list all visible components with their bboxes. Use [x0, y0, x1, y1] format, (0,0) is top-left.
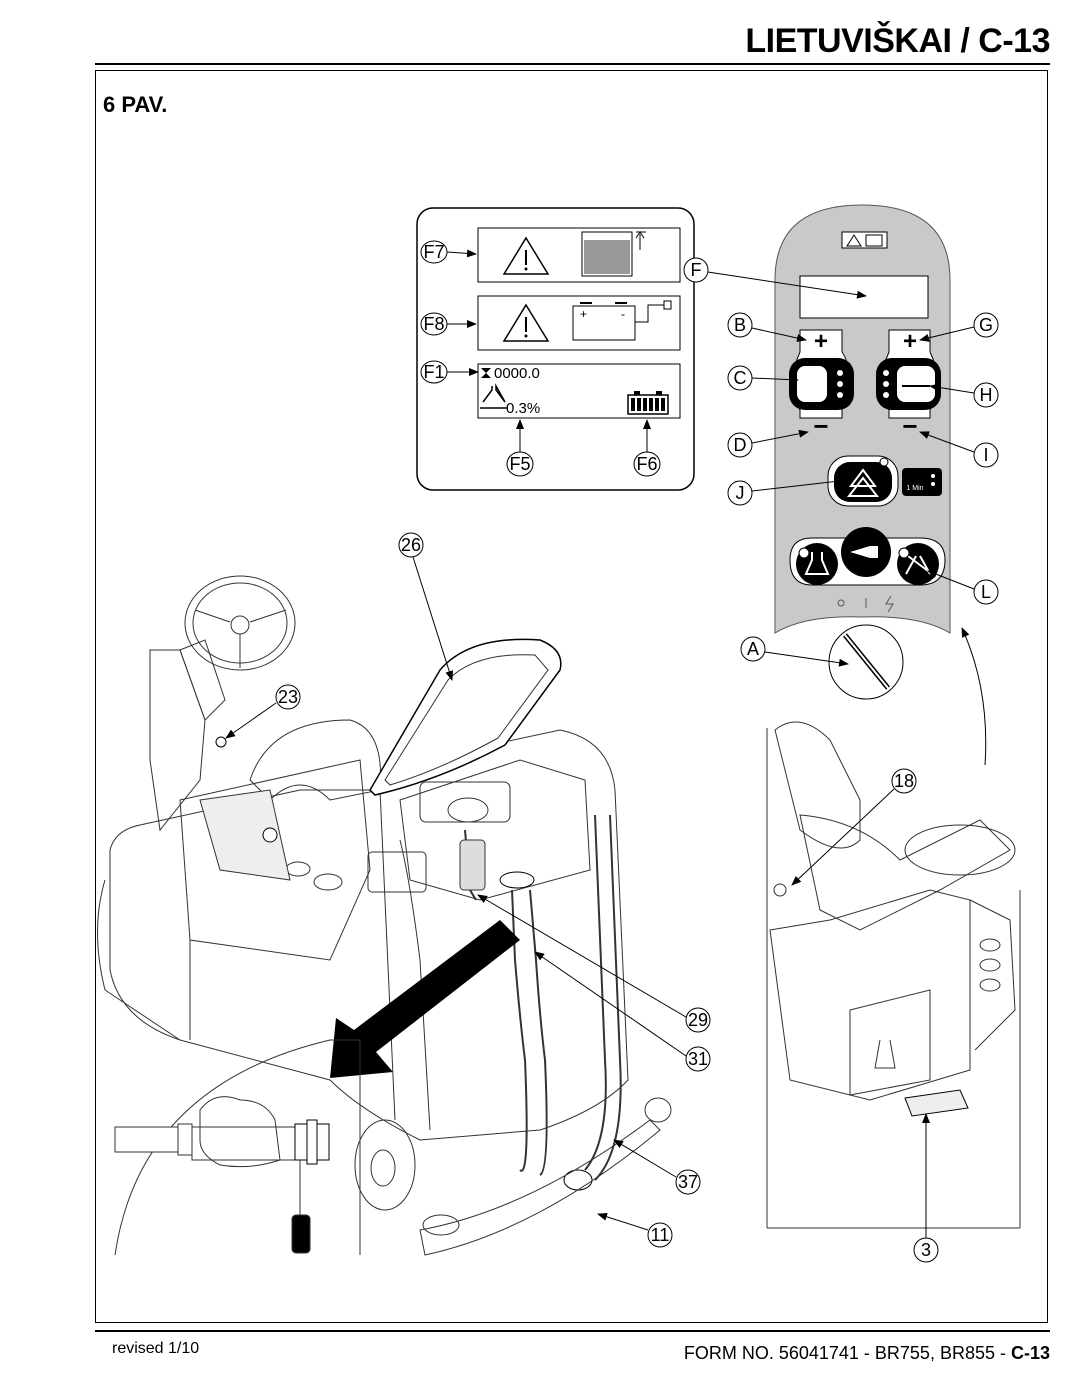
callout-F: F — [683, 257, 867, 299]
svg-text:J: J — [736, 483, 745, 503]
svg-text:F6: F6 — [636, 454, 657, 474]
svg-text:C: C — [734, 368, 747, 388]
callout-L: L — [927, 570, 999, 605]
callout-D: D — [727, 429, 809, 458]
hose-detail — [114, 1039, 361, 1256]
svg-text:B: B — [734, 315, 746, 335]
callout-37: 37 — [613, 1139, 701, 1195]
figure-title: 6 PAV. — [103, 92, 168, 117]
key-switch-detail — [828, 624, 904, 700]
hour-meter-readout: 0000.0 — [494, 365, 540, 382]
callout-F5: F5 — [506, 419, 534, 477]
svg-text:F8: F8 — [423, 314, 444, 334]
solution-control: + − — [789, 328, 854, 441]
svg-text:+: + — [814, 328, 828, 355]
svg-text:31: 31 — [688, 1049, 708, 1069]
callout-F7: F7 — [420, 240, 477, 264]
machine-illustration — [97, 575, 672, 1256]
svg-text:F1: F1 — [423, 362, 444, 382]
battery-level-icon — [627, 391, 669, 415]
hourglass-icon — [481, 368, 491, 378]
warning-icon — [502, 303, 550, 342]
detergent-percent: 0.3% — [506, 400, 540, 417]
callout-23: 23 — [225, 684, 301, 739]
revision-note: revised 1/10 — [112, 1340, 200, 1357]
callout-11: 11 — [597, 1212, 673, 1248]
svg-text:11: 11 — [651, 1225, 670, 1245]
svg-text:−: − — [902, 411, 917, 441]
svg-text:I: I — [983, 445, 988, 465]
magnify-arrow — [330, 920, 520, 1078]
callout-J: J — [727, 477, 849, 506]
figure-frame — [95, 70, 1048, 1323]
svg-text:29: 29 — [688, 1010, 708, 1030]
svg-text:−: − — [813, 411, 828, 441]
svg-text:H: H — [980, 385, 993, 405]
svg-text:23: 23 — [278, 687, 298, 707]
footer-rule — [95, 1330, 1050, 1332]
eco-mode-button — [827, 455, 899, 507]
display-detail: + - 0000.0 0.3% F7 — [416, 207, 695, 491]
svg-text:F: F — [691, 260, 702, 280]
svg-text:F7: F7 — [423, 242, 444, 262]
tank-full-icon — [581, 231, 646, 277]
callout-B: B — [727, 312, 807, 342]
callout-H: H — [929, 382, 999, 408]
warning-icon — [502, 236, 550, 275]
detergent-icon — [480, 383, 508, 409]
callout-G: G — [919, 312, 999, 342]
display-window — [799, 275, 929, 319]
callout-F1: F1 — [420, 360, 479, 384]
battery-charger-icon: + - — [572, 300, 672, 341]
svg-text:D: D — [734, 435, 747, 455]
svg-text:G: G — [979, 315, 993, 335]
callout-18: 18 — [791, 768, 917, 886]
form-number: FORM NO. 56041741 - BR755, BR855 - C-13 — [683, 1343, 1050, 1363]
page-header: LIETUVIŠKAI / C-13 — [745, 22, 1050, 60]
callout-3: 3 — [913, 1113, 939, 1263]
svg-text:37: 37 — [678, 1172, 698, 1192]
inset-operator-view — [766, 721, 1021, 1229]
control-panel: + − + − 1 Min — [774, 204, 987, 766]
callout-A: A — [740, 636, 849, 667]
svg-text:-: - — [621, 307, 625, 321]
svg-text:A: A — [747, 639, 759, 659]
svg-text:26: 26 — [401, 535, 421, 555]
svg-text:3: 3 — [921, 1240, 931, 1260]
callout-26: 26 — [398, 532, 454, 681]
svg-text:18: 18 — [894, 771, 914, 791]
svg-text:+: + — [580, 307, 587, 321]
header-rule — [95, 63, 1050, 65]
brush-pressure-control: + − — [876, 328, 941, 441]
callout-F6: F6 — [633, 419, 661, 477]
svg-text:+: + — [903, 328, 917, 355]
callout-I: I — [919, 431, 999, 468]
svg-text:F5: F5 — [509, 454, 530, 474]
svg-text:1 Min: 1 Min — [906, 485, 923, 492]
svg-text:L: L — [981, 582, 991, 602]
callout-C: C — [727, 365, 799, 391]
callout-F8: F8 — [420, 312, 477, 336]
callout-31: 31 — [534, 951, 711, 1072]
timer-legend: 1 Min — [902, 468, 942, 496]
callout-29: 29 — [477, 894, 711, 1033]
read-manual-icon — [841, 231, 888, 249]
